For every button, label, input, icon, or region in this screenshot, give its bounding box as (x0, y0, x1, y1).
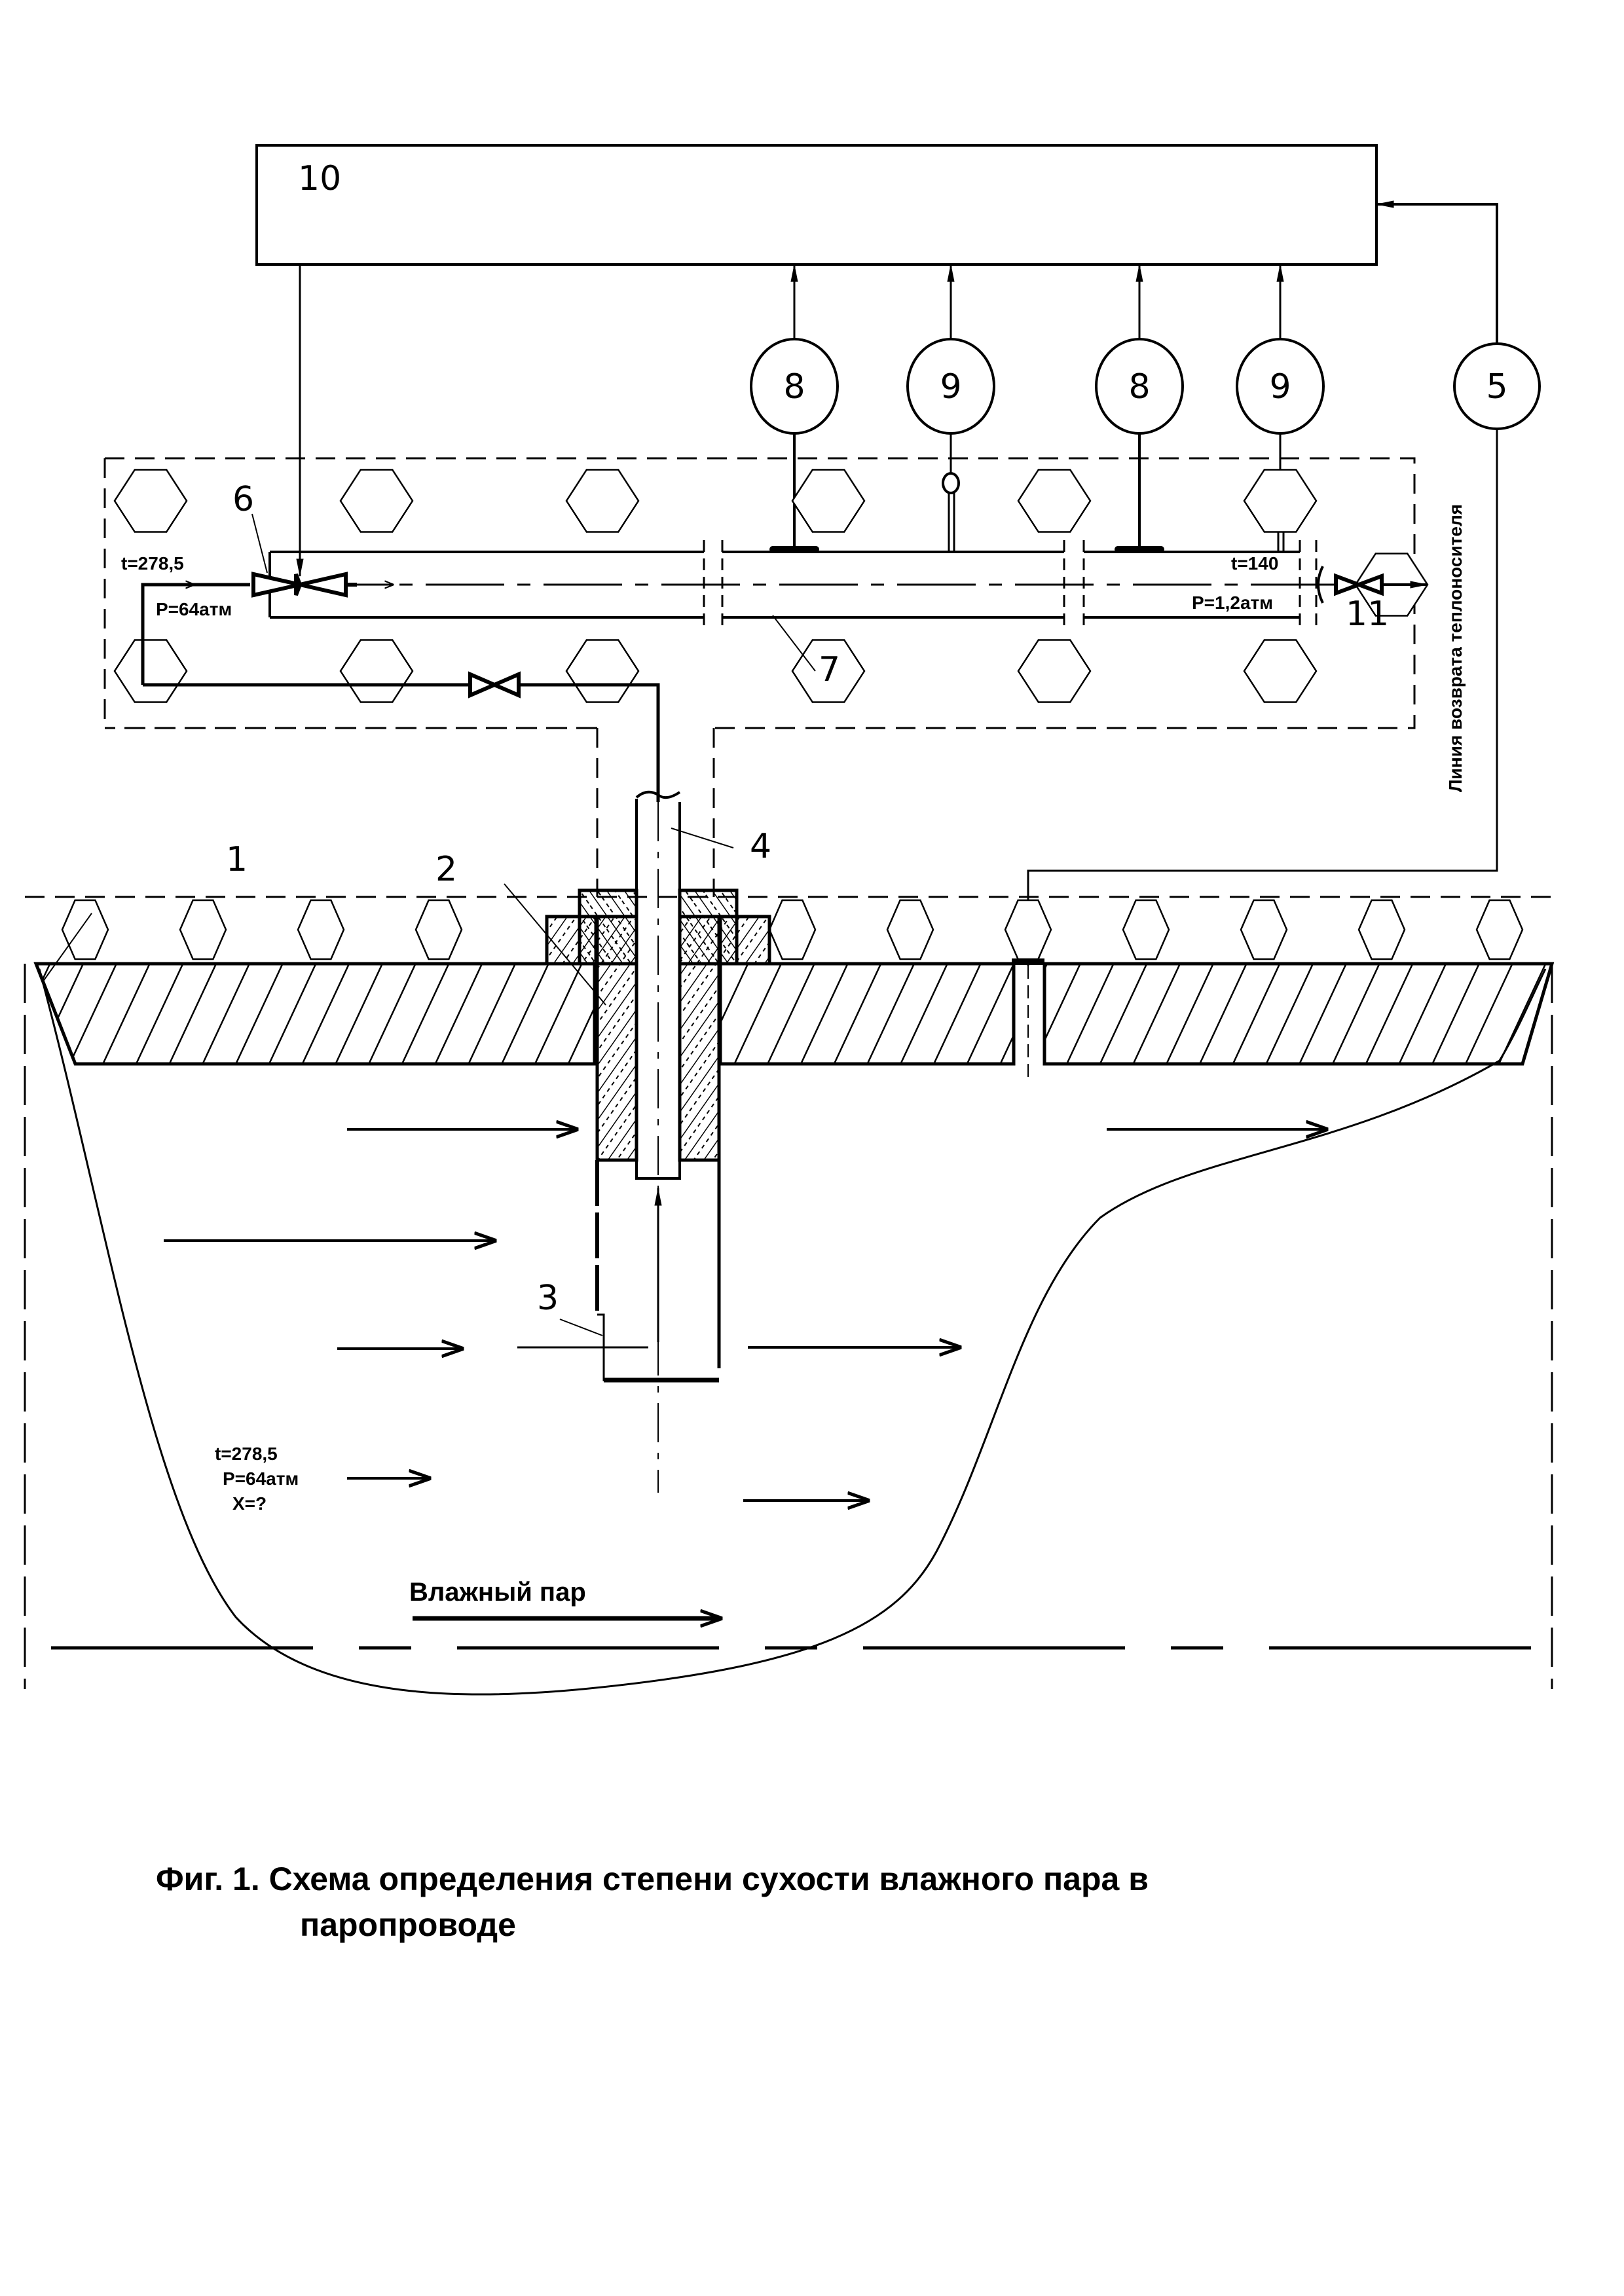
pipe-wall: 1 (24, 840, 1555, 1689)
insulation-hex (791, 469, 866, 533)
caption-line-2: паропроводе (300, 1906, 516, 1943)
valve-6-icon: 6 (232, 480, 357, 598)
label-9b: 9 (1269, 367, 1291, 407)
outlet-pressure: P=1,2атм (1192, 592, 1273, 613)
insulation-hex (1240, 899, 1288, 960)
insulation-hex (179, 899, 227, 960)
insulation-hex (768, 899, 817, 960)
label-7: 7 (819, 650, 840, 689)
insulation-hex (415, 899, 463, 960)
outlet-temperature: t=140 (1231, 553, 1278, 574)
label-9a: 9 (940, 367, 961, 407)
steam-pressure: P=64атм (223, 1468, 299, 1489)
insulation-hex (886, 899, 934, 960)
insulation-hex (1357, 899, 1406, 960)
sensor-8-second: 8 (1095, 263, 1184, 553)
insulation-hex (1004, 899, 1052, 960)
insulation-hex (1475, 899, 1524, 960)
insulation-hex (1017, 639, 1092, 703)
flow-label: Влажный пар (409, 1578, 586, 1607)
insulation-hex (1122, 899, 1170, 960)
sensor-9-first: 9 (906, 263, 995, 552)
pipe-insulation (25, 896, 1552, 960)
valve-11-icon: 11 (1316, 566, 1429, 634)
label-5: 5 (1486, 367, 1507, 407)
figure-caption: Фиг. 1. Схема определения степени сухост… (156, 1856, 1466, 1948)
label-10: 10 (298, 159, 341, 198)
flow-arrows (164, 1129, 1326, 1618)
insulation-hex (565, 469, 640, 533)
insulation-hex (1243, 639, 1318, 703)
label-8a: 8 (783, 367, 805, 407)
steam-temperature: t=278,5 (215, 1444, 278, 1464)
insulation-hex (339, 639, 414, 703)
steam-dryness: X=? (232, 1493, 267, 1514)
inlet-temperature: t=278,5 (121, 553, 184, 574)
insulation-hex (1017, 469, 1092, 533)
probe-3: 3 (517, 1160, 721, 1383)
label-11: 11 (1346, 594, 1389, 634)
insulation-hex (61, 899, 109, 960)
caption-line-1: Фиг. 1. Схема определения степени сухост… (156, 1861, 1149, 1897)
return-line-label: Линия возврата теплоносителя (1445, 504, 1466, 792)
insert-2: 2 (435, 850, 771, 1162)
channel-7: 7 t=140 P=1,2атм (268, 540, 1318, 689)
label-3: 3 (537, 1279, 559, 1318)
bypass-valve-icon (468, 671, 521, 699)
controller-block: 10 (255, 144, 1378, 266)
insulation-hex (339, 469, 414, 533)
insulation-hex (565, 639, 640, 703)
inlet-line: t=278,5 P=64атм (121, 553, 660, 802)
label-2: 2 (435, 850, 457, 889)
insulation-hex (297, 899, 345, 960)
sample-tube-4: 4 (635, 790, 771, 1493)
insulation-hex (791, 639, 866, 703)
measurement-insulation (103, 457, 1429, 897)
label-6: 6 (232, 480, 254, 519)
label-8b: 8 (1128, 367, 1150, 407)
insulation-hex (1243, 469, 1318, 533)
label-4: 4 (750, 827, 771, 866)
insulation-hex (113, 639, 188, 703)
insulation-hex (113, 469, 188, 533)
label-1: 1 (226, 840, 248, 879)
velocity-profile-curve (38, 968, 1547, 1696)
inlet-pressure: P=64атм (156, 599, 232, 619)
